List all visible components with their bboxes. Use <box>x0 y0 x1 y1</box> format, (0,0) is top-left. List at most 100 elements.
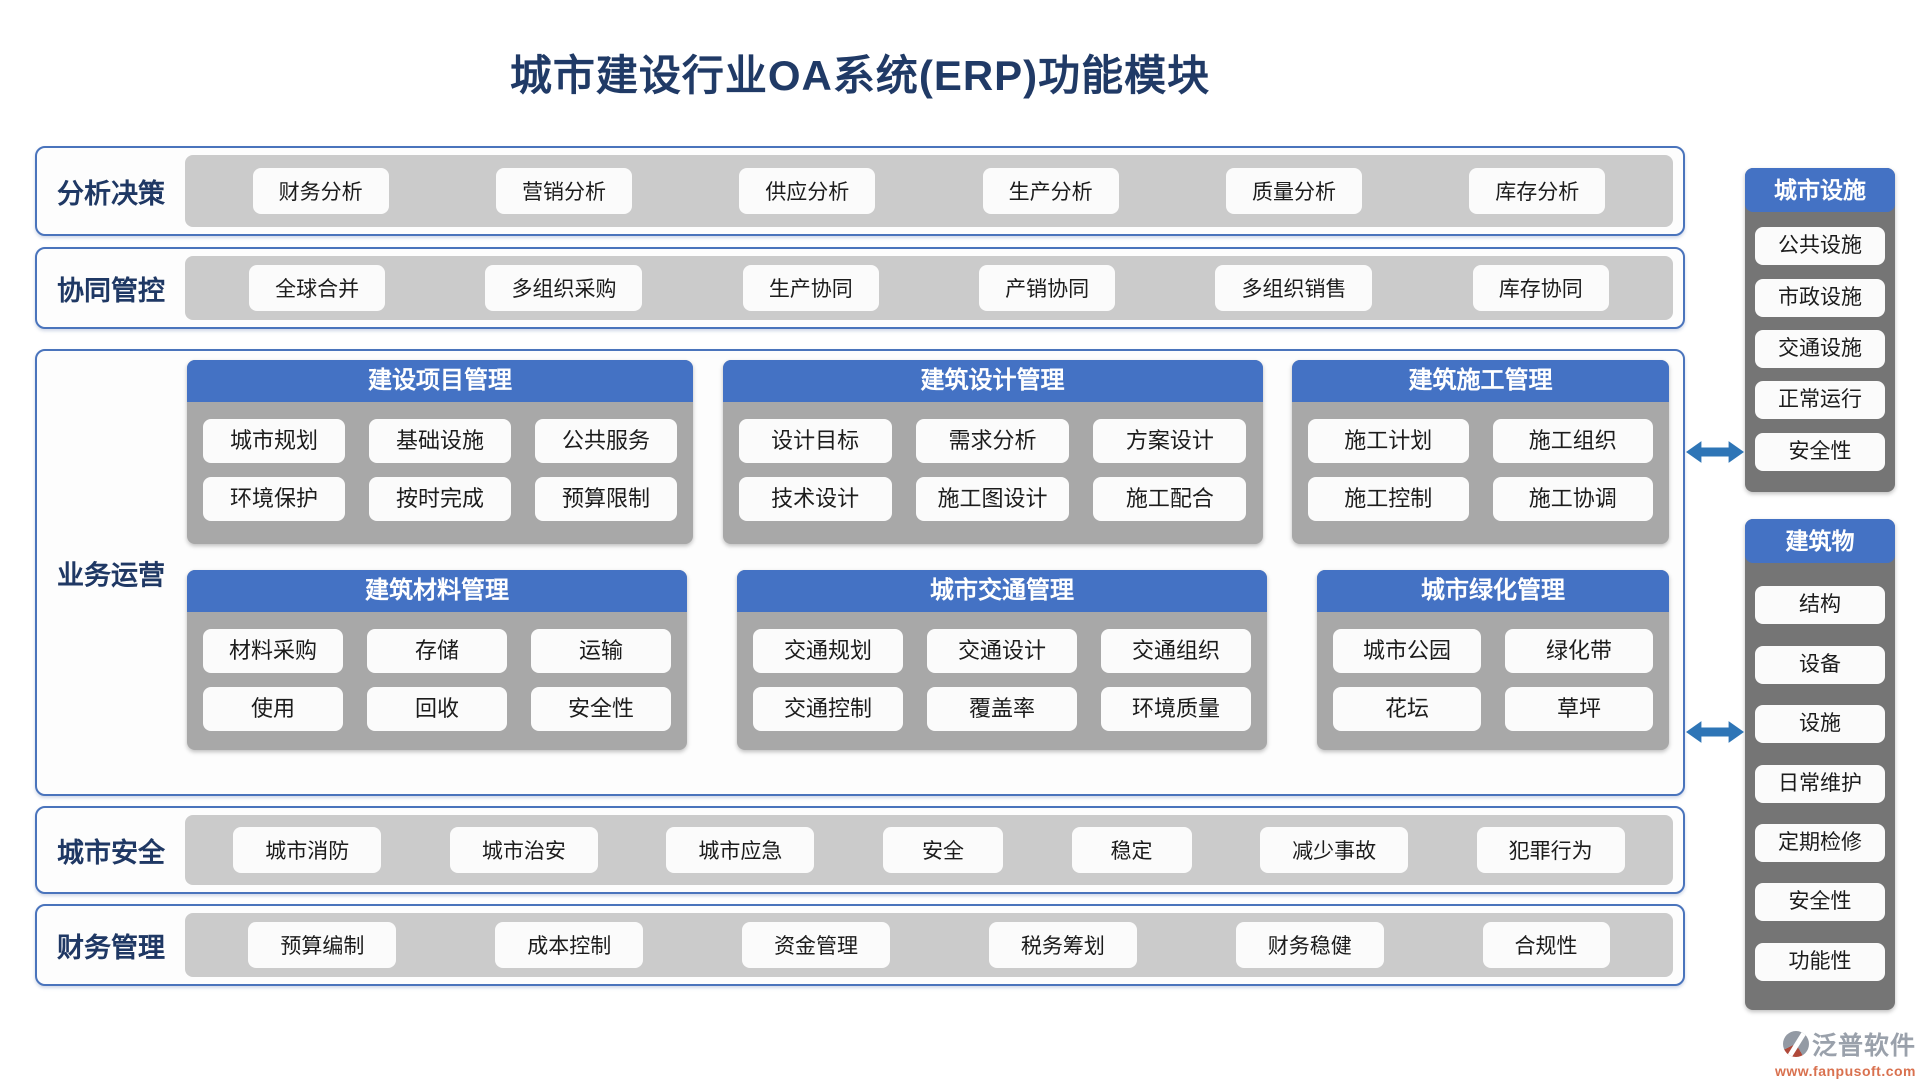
fanpu-logo-url[interactable]: www.fanpusoft.com <box>1775 1063 1916 1079</box>
module-chip: 回收 <box>367 687 507 731</box>
fanpu-logo[interactable]: 泛普软件 www.fanpusoft.com <box>1768 1026 1916 1079</box>
module-chip: 税务筹划 <box>988 922 1137 968</box>
module-card-title: 建筑材料管理 <box>187 570 687 612</box>
section-finance-label: 财务管理 <box>57 932 165 963</box>
module-card-body: 交通规划交通设计交通组织交通控制覆盖率环境质量 <box>737 612 1267 748</box>
module-chip: 绿化带 <box>1505 629 1653 673</box>
module-card-title: 建筑设计管理 <box>722 360 1263 402</box>
sidebar-panel-items: 公共设施市政设施交通设施正常运行安全性 <box>1745 212 1895 492</box>
module-chip: 生产协同 <box>742 265 879 311</box>
module-chip: 施工协调 <box>1492 477 1653 521</box>
module-chip: 供应分析 <box>739 168 876 214</box>
module-chip: 施工组织 <box>1492 419 1653 463</box>
module-chip: 定期检修 <box>1755 823 1885 862</box>
module-chip: 城市治安 <box>449 827 598 873</box>
module-card-body: 施工计划施工组织施工控制施工协调 <box>1292 402 1669 538</box>
section-collab-label: 协同管控 <box>57 275 165 306</box>
module-chip: 库存分析 <box>1469 168 1606 214</box>
module-chip: 城市应急 <box>666 827 815 873</box>
module-chip: 设备 <box>1755 645 1885 684</box>
module-chip: 交通控制 <box>753 687 903 731</box>
module-chip: 花坛 <box>1333 687 1481 731</box>
module-chip: 日常维护 <box>1755 764 1885 803</box>
sidebar-panel: 建筑物 结构设备设施日常维护定期检修安全性功能性 <box>1745 519 1895 1010</box>
cards-row-bottom: 建筑材料管理 材料采购存储运输使用回收安全性 城市交通管理 交通规划交通设计交通… <box>187 570 1669 750</box>
sidebar-panel-title: 建筑物 <box>1745 519 1895 563</box>
module-chip: 多组织采购 <box>485 265 643 311</box>
module-chip: 材料采购 <box>203 629 343 673</box>
module-card-body: 材料采购存储运输使用回收安全性 <box>187 612 687 748</box>
module-chip: 存储 <box>367 629 507 673</box>
module-chip: 生产分析 <box>982 168 1119 214</box>
module-card: 建筑设计管理 设计目标需求分析方案设计技术设计施工图设计施工配合 <box>722 360 1263 544</box>
section-finance-band: 预算编制 成本控制 资金管理 税务筹划 财务稳健 合规性 <box>185 913 1673 977</box>
module-chip: 公共服务 <box>535 419 677 463</box>
fanpu-logo-icon <box>1782 1031 1809 1057</box>
section-analysis-label: 分析决策 <box>57 178 165 209</box>
module-chip: 城市公园 <box>1333 629 1481 673</box>
module-chip: 合规性 <box>1482 922 1610 968</box>
module-chip: 预算编制 <box>248 922 397 968</box>
module-chip: 草坪 <box>1505 687 1653 731</box>
module-card-body: 城市规划基础设施公共服务环境保护按时完成预算限制 <box>187 402 693 538</box>
page-title: 城市建设行业OA系统(ERP)功能模块 <box>509 52 1211 99</box>
diagram-main: 分析决策 财务分析营销分析供应分析生产分析质量分析库存分析 协同管控 全球合并多… <box>35 146 1685 986</box>
module-chip: 市政设施 <box>1755 278 1885 317</box>
module-chip: 交通组织 <box>1101 629 1251 673</box>
section-analysis-band: 财务分析 营销分析 供应分析 生产分析 质量分析 库存分析 <box>185 155 1673 227</box>
double-arrow-icon <box>1686 441 1744 463</box>
section-analysis: 分析决策 财务分析 营销分析 供应分析 生产分析 质量分析 库存分析 <box>35 146 1685 236</box>
cards-row-top: 建设项目管理 城市规划基础设施公共服务环境保护按时完成预算限制 建筑设计管理 设… <box>187 360 1669 544</box>
sidebar-panel-items: 结构设备设施日常维护定期检修安全性功能性 <box>1745 563 1895 1010</box>
module-chip: 公共设施 <box>1755 227 1885 266</box>
module-chip: 按时完成 <box>369 477 511 521</box>
module-card-title: 建设项目管理 <box>187 360 693 402</box>
module-chip: 交通设施 <box>1755 329 1885 368</box>
module-chip: 使用 <box>203 687 343 731</box>
module-chip: 财务分析 <box>252 168 389 214</box>
module-chip: 覆盖率 <box>927 687 1077 731</box>
module-card: 城市交通管理 交通规划交通设计交通组织交通控制覆盖率环境质量 <box>737 570 1267 750</box>
module-chip: 资金管理 <box>742 922 891 968</box>
module-card-title: 建筑施工管理 <box>1292 360 1669 402</box>
module-chip: 正常运行 <box>1755 381 1885 420</box>
sidebar-panel: 城市设施 公共设施市政设施交通设施正常运行安全性 <box>1745 168 1895 492</box>
operations-cards: 建设项目管理 城市规划基础设施公共服务环境保护按时完成预算限制 建筑设计管理 设… <box>187 351 1669 750</box>
module-card: 城市绿化管理 城市公园绿化带花坛草坪 <box>1317 570 1669 750</box>
module-chip: 产销协同 <box>979 265 1116 311</box>
section-operations-label: 业务运营 <box>57 560 165 590</box>
section-operations: 业务运营 建设项目管理 城市规划基础设施公共服务环境保护按时完成预算限制 建筑设… <box>35 349 1685 796</box>
module-chip: 环境保护 <box>203 477 345 521</box>
module-chip: 安全 <box>882 827 1003 873</box>
module-chip: 城市规划 <box>203 419 345 463</box>
sidebar: 城市设施 公共设施市政设施交通设施正常运行安全性 建筑物 结构设备设施日常维护定… <box>1745 168 1895 1010</box>
module-card: 建筑施工管理 施工计划施工组织施工控制施工协调 <box>1292 360 1669 544</box>
module-chip: 交通设计 <box>927 629 1077 673</box>
module-chip: 稳定 <box>1071 827 1192 873</box>
fanpu-logo-top: 泛普软件 <box>1768 1026 1916 1062</box>
module-chip: 交通规划 <box>753 629 903 673</box>
module-card-title: 城市绿化管理 <box>1317 570 1669 612</box>
module-chip: 设计目标 <box>738 419 892 463</box>
module-chip: 安全性 <box>1755 432 1885 471</box>
section-collab: 协同管控 全球合并多组织采购生产协同产销协同多组织销售库存协同 <box>35 247 1685 329</box>
module-card-body: 设计目标需求分析方案设计技术设计施工图设计施工配合 <box>723 402 1263 538</box>
module-chip: 施工计划 <box>1308 419 1469 463</box>
module-chip: 安全性 <box>1755 883 1885 922</box>
module-chip: 运输 <box>531 629 671 673</box>
module-chip: 施工图设计 <box>915 477 1070 521</box>
module-chip: 营销分析 <box>495 168 632 214</box>
module-chip: 成本控制 <box>495 922 644 968</box>
module-chip: 质量分析 <box>1225 168 1362 214</box>
module-chip: 基础设施 <box>369 419 511 463</box>
section-safety-label: 城市安全 <box>57 837 165 868</box>
section-safety-band: 城市消防城市治安城市应急安全稳定减少事故犯罪行为 <box>185 815 1673 885</box>
module-chip: 预算限制 <box>535 477 677 521</box>
module-chip: 施工配合 <box>1093 477 1247 521</box>
module-card-body: 城市公园绿化带花坛草坪 <box>1317 612 1669 748</box>
module-chip: 功能性 <box>1755 942 1885 981</box>
module-chip: 财务稳健 <box>1235 922 1384 968</box>
module-chip: 结构 <box>1755 586 1885 625</box>
module-chip: 方案设计 <box>1093 419 1247 463</box>
module-chip: 犯罪行为 <box>1476 827 1625 873</box>
